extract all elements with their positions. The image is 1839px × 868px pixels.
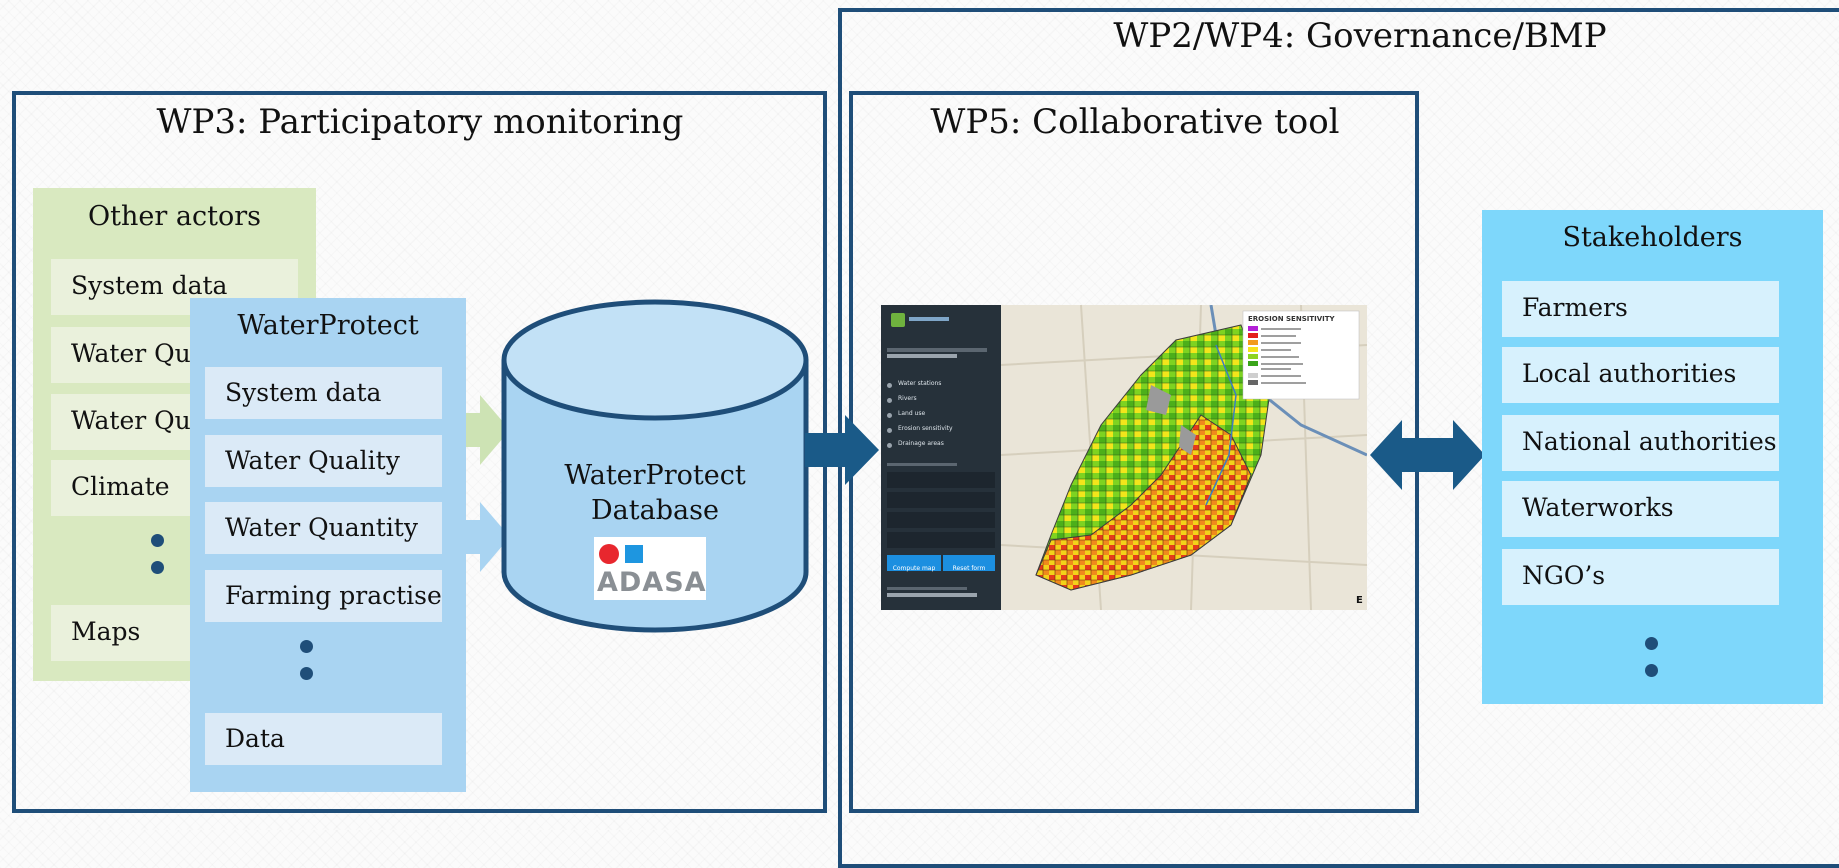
ellipsis-dot [300,667,313,680]
governance-title: WP2/WP4: Governance/BMP [1113,16,1607,56]
stakeholder-item: Farmers [1502,281,1779,337]
waterprotect-item: Data [205,713,442,765]
tool-menu-item[interactable]: Rivers [887,395,987,407]
tool-select[interactable] [887,472,995,488]
database-cylinder-icon [501,299,809,633]
waterprotect-title: WaterProtect [237,310,419,341]
erosion-map[interactable]: EROSION SENSITIVITY E [1001,305,1367,610]
waterprotect-item: Water Quality [205,435,442,487]
tool-select[interactable] [887,492,995,508]
tool-menu-item[interactable]: Erosion sensitivity [887,425,987,437]
database-label: WaterProtect Database [564,460,746,526]
stakeholder-item: National authorities [1502,415,1779,471]
stakeholder-item: Waterworks [1502,481,1779,537]
stakeholder-item: Local authorities [1502,347,1779,403]
legend-title: EROSION SENSITIVITY [1248,315,1336,323]
ellipsis-dot [151,561,164,574]
ellipsis-dot [1645,664,1658,677]
green-arrow-icon [460,395,510,465]
waterprotect-item: System data [205,367,442,419]
ellipsis-dot [300,640,313,653]
adasa-logo: ADASA [594,537,706,600]
tool-menu-item[interactable]: Land use [887,410,987,422]
to-tool-arrow-icon [805,415,879,485]
waterprotect-item: Water Quantity [205,502,442,554]
ellipsis-dot [1645,637,1658,650]
tool-select[interactable] [887,512,995,528]
ellipsis-dot [151,534,164,547]
monitoring-title: WP3: Participatory monitoring [156,102,684,142]
waterprotect-item: Farming practise [205,570,442,622]
blue-arrow-icon [460,502,510,572]
tool-sidebar: Water stations Rivers Land use Erosion s… [881,305,1001,610]
collab-title: WP5: Collaborative tool [930,102,1340,142]
reset-form-button[interactable]: Reset form [943,555,995,572]
svg-text:E: E [1356,595,1363,606]
tool-logo-icon [891,313,905,327]
bidirectional-arrow-icon [1370,420,1485,490]
other-actors-title: Other actors [88,201,261,232]
stakeholders-title: Stakeholders [1562,222,1743,253]
tool-menu-item[interactable]: Drainage areas [887,440,987,452]
stakeholder-item: NGO’s [1502,549,1779,605]
tool-menu-item[interactable]: Water stations [887,380,987,392]
tool-screenshot: Water stations Rivers Land use Erosion s… [881,305,1367,610]
tool-select[interactable] [887,532,995,548]
compute-map-button[interactable]: Compute map [887,555,941,572]
